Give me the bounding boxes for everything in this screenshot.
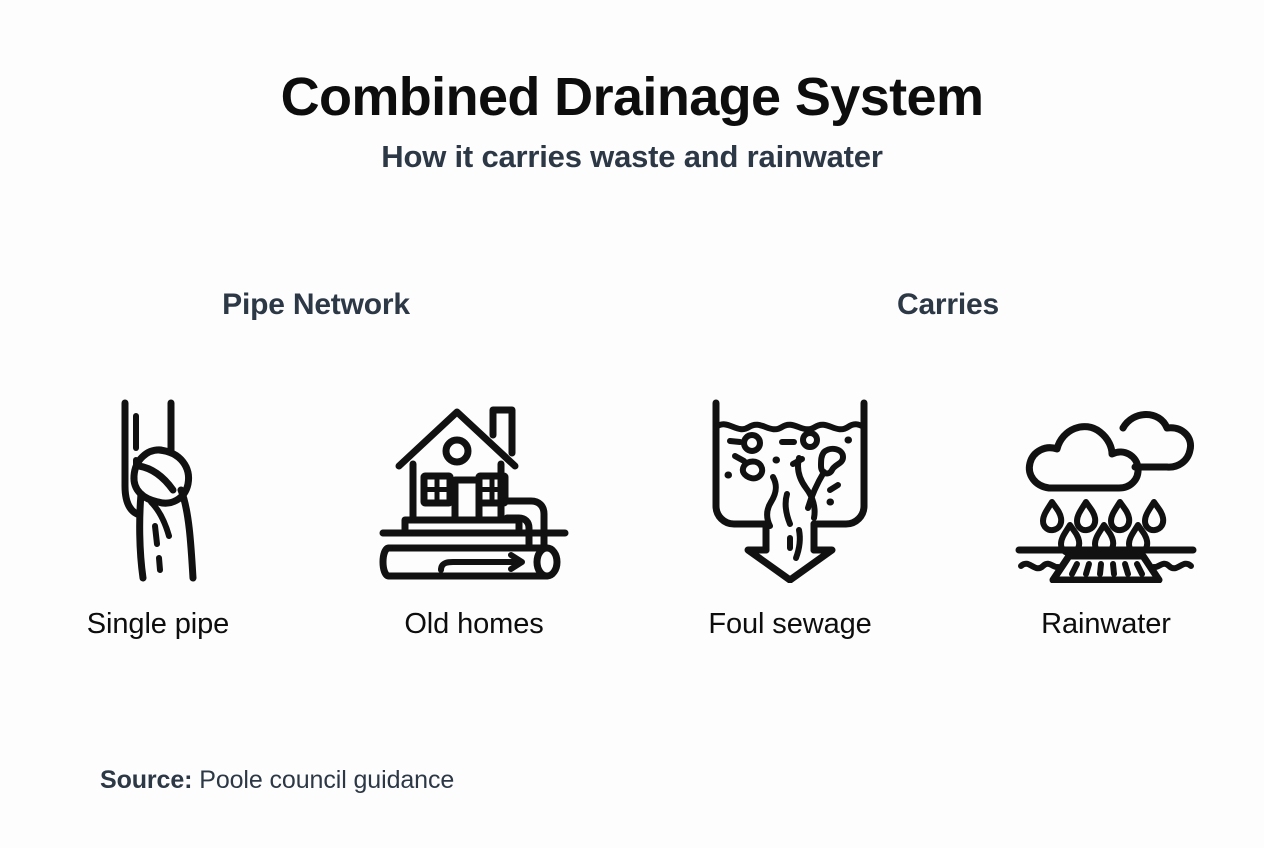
group-carries: Foul sewage: [632, 398, 1264, 639]
group-pipe-network: Single pipe: [0, 398, 632, 639]
item-label-single-pipe: Single pipe: [86, 608, 230, 640]
item-label-foul-sewage: Foul sewage: [708, 608, 872, 640]
source-label: Source:: [100, 766, 193, 794]
dirty-water-funnel-arrow-icon: [704, 398, 876, 588]
page-subtitle: How it carries waste and rainwater: [381, 139, 883, 175]
rain-cloud-drain-grate-icon: [1013, 398, 1199, 588]
source-line: Source: Poole council guidance: [100, 768, 454, 793]
group-heading-carries: Carries: [896, 288, 999, 321]
page-title: Combined Drainage System: [280, 67, 984, 127]
item-rainwater: Rainwater: [948, 398, 1264, 639]
item-old-homes: Old homes: [316, 398, 632, 639]
item-label-old-homes: Old homes: [404, 608, 544, 640]
item-label-rainwater: Rainwater: [1041, 608, 1171, 640]
source-text: Poole council guidance: [199, 766, 455, 794]
group-headings: Pipe Network Carries: [0, 288, 1264, 322]
header: Combined Drainage System How it carries …: [0, 68, 1264, 174]
knotted-pipe-icon: [103, 398, 213, 588]
group-heading-pipe-network: Pipe Network: [222, 288, 410, 321]
item-single-pipe: Single pipe: [0, 398, 316, 639]
items-row: Single pipe: [0, 398, 1264, 639]
item-foul-sewage: Foul sewage: [632, 398, 948, 639]
house-with-sewer-pipe-icon: [379, 398, 569, 588]
